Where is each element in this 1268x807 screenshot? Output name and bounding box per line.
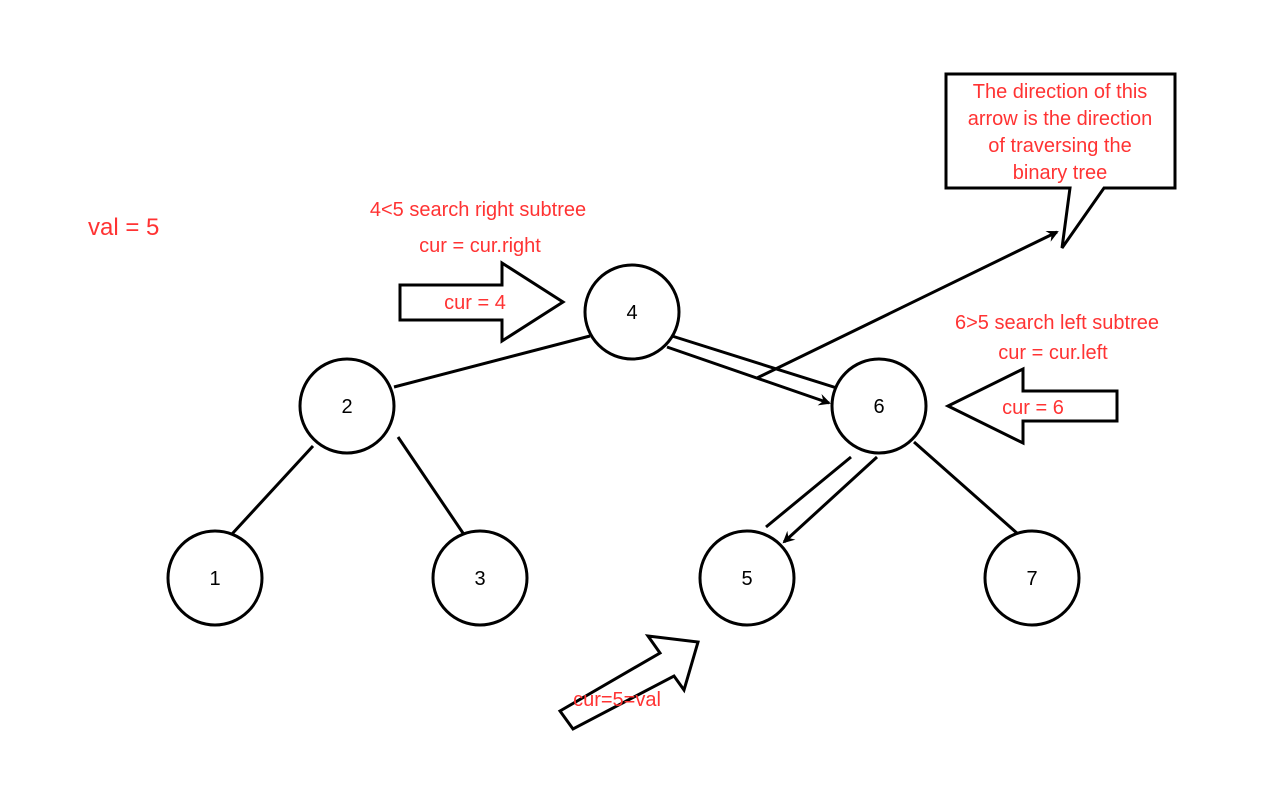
edge-6-7 — [913, 440, 1019, 536]
tree-node-7: 7 — [983, 529, 1081, 627]
step2-pointer-arrow: cur = 6 — [944, 366, 1119, 446]
edge-2-1 — [230, 444, 315, 536]
callout-box: The direction of this arrow is the direc… — [944, 72, 1177, 249]
node-label: 4 — [626, 302, 637, 324]
tree-node-2: 2 — [298, 357, 396, 455]
tree-node-5: 5 — [698, 529, 796, 627]
step3-pointer-label: cur=5=val — [573, 689, 661, 711]
callout-line-1: The direction of this — [973, 81, 1148, 103]
step2-condition: 6>5 search left subtree — [955, 312, 1159, 334]
edge-2-3 — [396, 436, 469, 540]
callout-line-2: arrow is the direction — [968, 108, 1153, 130]
step2-action: cur = cur.left — [998, 342, 1108, 364]
edge-6-5 — [765, 455, 852, 529]
traversal-arrow-6-to-5 — [782, 455, 879, 544]
traversal-arrow-4-to-6 — [666, 345, 831, 406]
tree-node-6: 6 — [830, 357, 928, 455]
tree-node-4: 4 — [583, 263, 681, 361]
tree-node-1: 1 — [166, 529, 264, 627]
step1-pointer-label: cur = 4 — [444, 292, 506, 314]
node-label: 7 — [1026, 568, 1037, 590]
edge-4-2 — [393, 334, 591, 389]
step1-pointer-arrow: cur = 4 — [398, 260, 566, 344]
step3-pointer-arrow: cur=5=val — [557, 634, 700, 731]
node-label: 6 — [873, 396, 884, 418]
callout-line-4: binary tree — [1013, 162, 1108, 184]
step1-action: cur = cur.right — [419, 235, 541, 257]
step1-condition: 4<5 search right subtree — [370, 199, 586, 221]
callout-pointer-arrow — [756, 230, 1059, 380]
node-label: 1 — [209, 568, 220, 590]
val-label: val = 5 — [88, 214, 159, 241]
step2-pointer-label: cur = 6 — [1002, 397, 1064, 419]
callout-line-3: of traversing the — [988, 135, 1131, 157]
node-label: 2 — [341, 396, 352, 418]
node-label: 5 — [741, 568, 752, 590]
node-label: 3 — [474, 568, 485, 590]
tree-node-3: 3 — [431, 529, 529, 627]
edge-4-6 — [671, 334, 841, 391]
